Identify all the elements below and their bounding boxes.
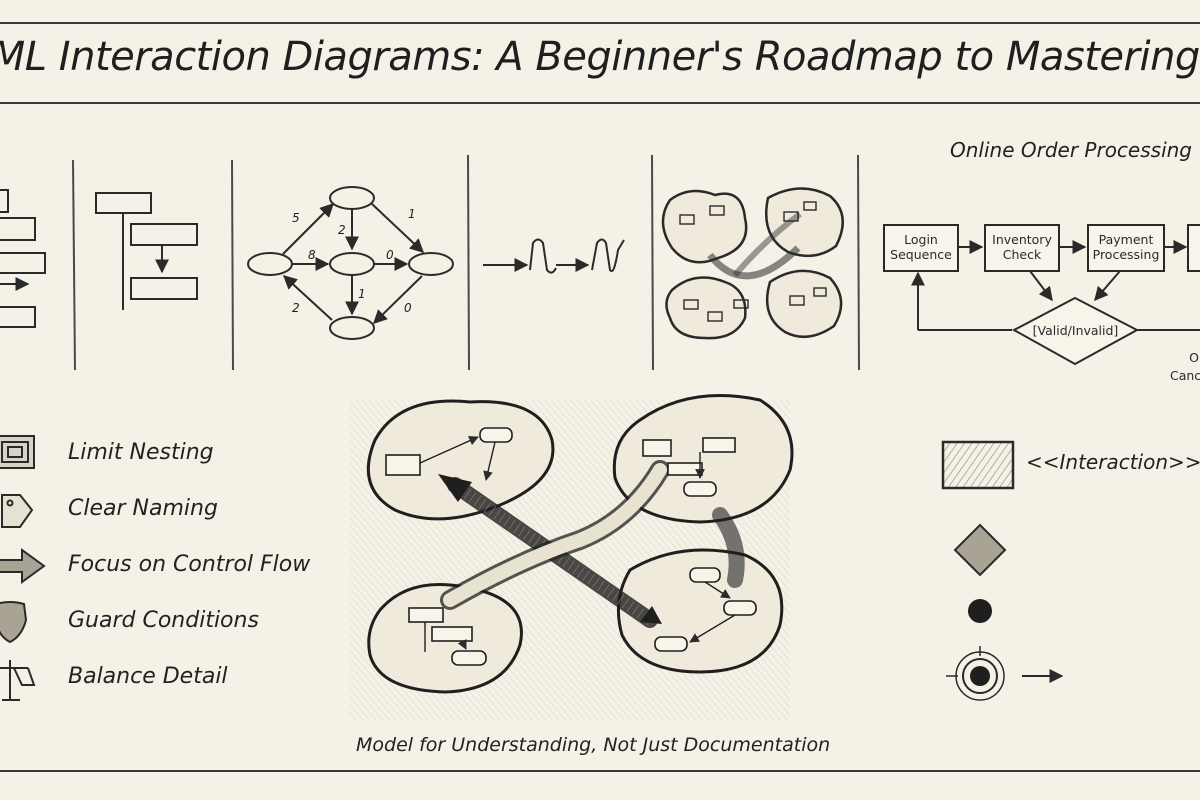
panel-timing-waveform [483,238,625,274]
legend-interaction-label: <<Interaction>> [1026,450,1200,474]
tag-icon [1,494,34,528]
decision-label: [Valid/Invalid] [1032,323,1119,338]
tip-limit-nesting: Limit Nesting [68,440,214,465]
edge-label: 0 [404,301,412,315]
flow-step-line: Sequence [890,247,952,262]
scales-icon [0,660,36,701]
title-band: UML Interaction Diagrams: A Beginner's R… [0,22,1200,104]
flow-step-line: Login [904,232,938,247]
decision-diamond-icon [953,523,1007,577]
panel-sequence-stack [0,189,46,328]
flow-step-payment: Payment Processing [1088,232,1164,262]
flow-step-line: Check [1002,247,1042,262]
shield-icon [0,601,28,644]
network-edge-labels: 5 2 1 8 0 1 2 0 [292,207,416,315]
edge-label: 2 [292,301,300,315]
flow-step-line: Inventory [992,232,1052,247]
edge-label: 2 [338,223,346,237]
initial-node-icon [968,599,992,623]
panel-nested-boxes [95,192,198,310]
edge-label: 1 [358,287,366,301]
edge-label: 0 [386,248,394,262]
central-interaction-map [350,394,794,720]
edge-label: 5 [292,211,300,225]
tip-clear-naming: Clear Naming [68,496,218,521]
tip-icons [0,435,46,701]
interaction-frame-icon [941,440,1015,490]
flow-heading: Online Order Processing [950,138,1193,162]
flow-outcome-line: O [1189,350,1199,365]
flow-step-login: Login Sequence [884,232,958,262]
tip-guard-conditions: Guard Conditions [68,608,259,633]
tip-control-flow: Focus on Control Flow [68,552,311,577]
bottom-rule [0,770,1200,772]
panel-overview-clouds [661,187,844,340]
flow-outcome-line: Canc [1170,368,1200,383]
arrow-icon [0,548,46,584]
panel-communication-network [247,186,454,340]
tip-balance-detail: Balance Detail [68,664,228,689]
nested-frame-icon [0,435,35,469]
flow-step-line: Payment [1098,232,1154,247]
edge-label: 8 [308,248,316,262]
top-row-dividers [72,154,860,371]
caption: Model for Understanding, Not Just Docume… [356,734,831,756]
page-title: UML Interaction Diagrams: A Beginner's R… [0,34,1200,80]
flow-step-inventory: Inventory Check [985,232,1059,262]
flow-step-line: Processing [1092,247,1160,262]
final-node-icon [946,646,1064,701]
legend-symbols [941,440,1064,701]
edge-label: 1 [408,207,416,221]
order-processing-flow [883,224,1200,366]
